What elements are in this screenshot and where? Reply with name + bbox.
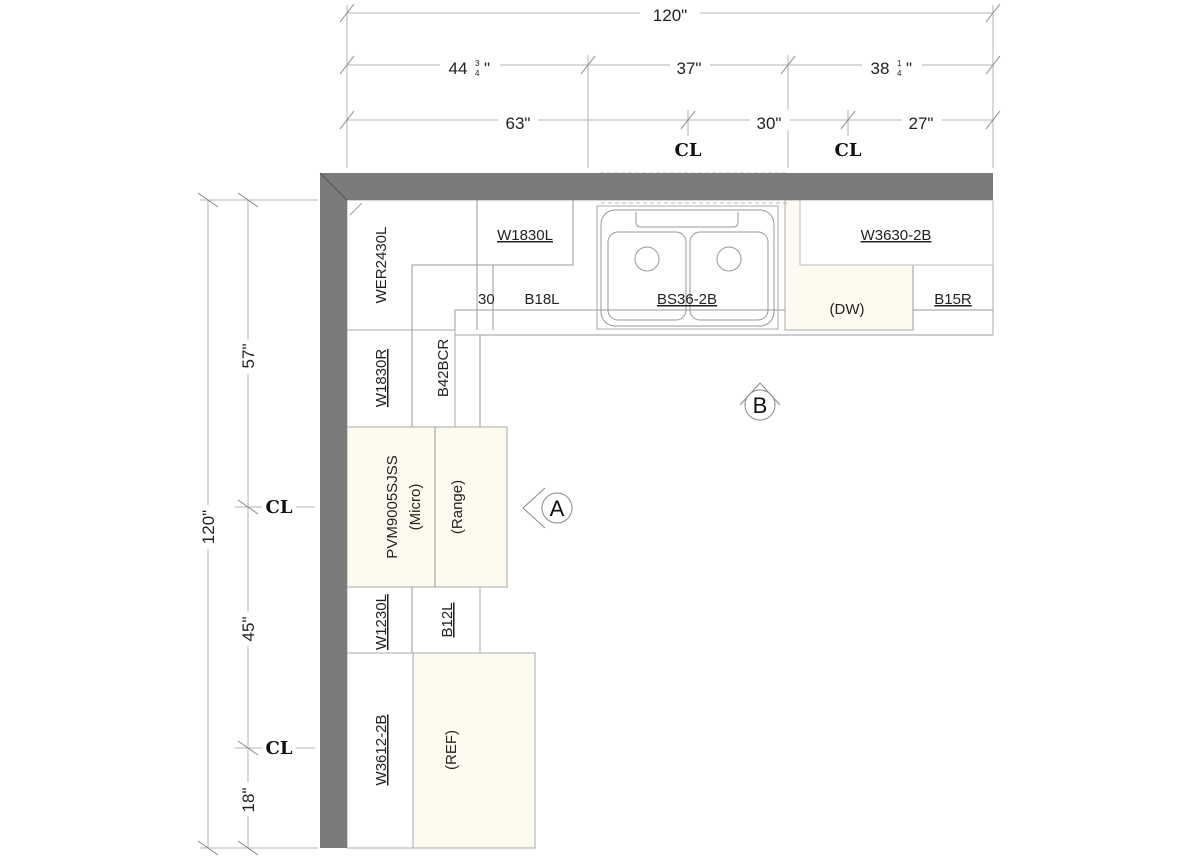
walls [319, 172, 993, 848]
elevation-marker-a[interactable]: A [522, 487, 573, 529]
dimension-38-1-4: 38 [871, 59, 890, 78]
left-dimensions: 120" 57" 45" 18" CL CL [197, 192, 365, 856]
inch-mark: " [484, 59, 490, 78]
dimension-27: 27" [909, 114, 934, 133]
cabinet-b18l: B18L [524, 291, 559, 308]
dimension-37: 37" [677, 59, 702, 78]
centerline-w3630: CL [835, 140, 862, 161]
appliance-range: (Range) [449, 480, 466, 534]
centerline-ref: CL [266, 738, 293, 759]
filler-30: 30 [478, 291, 495, 308]
appliance-ref: (REF) [443, 730, 460, 770]
left-run: W1830R B42BCR PVM9005SJSS (Micro) (Range… [346, 329, 536, 849]
elevation-label-b: B [753, 393, 768, 418]
dimension-44-3-4: 44 [449, 59, 468, 78]
fraction-numerator: 3 [475, 59, 480, 68]
cabinet-b15r: B15R [934, 291, 972, 308]
refrigerator [412, 652, 536, 849]
centerline-sink: CL [675, 140, 702, 161]
cabinet-bs36-2b: BS36-2B [657, 291, 717, 308]
cabinet-b12l: B12L [439, 602, 456, 637]
cabinet-b42bcr: B42BCR [435, 339, 452, 398]
cabinet-wer2430l: WER2430L [373, 227, 390, 304]
fraction-numerator: 1 [897, 59, 902, 68]
fraction-denominator: 4 [897, 69, 902, 78]
dimension-63: 63" [506, 114, 531, 133]
overall-width-dimension: 120" [653, 6, 687, 25]
elevation-label-a: A [550, 496, 565, 521]
centerline-range: CL [266, 497, 293, 518]
dimension-57: 57" [239, 344, 258, 369]
range-microwave [346, 426, 508, 588]
dimension-30: 30" [757, 114, 782, 133]
cabinet-w1830l: W1830L [497, 227, 553, 244]
cabinet-w3612-2b: W3612-2B [373, 715, 390, 786]
elevation-marker-b[interactable]: B [739, 382, 781, 421]
top-run: WER2430L W1830L 30 B18L BS36-2B (DW) W36… [346, 172, 994, 653]
cabinet-w3630-2b: W3630-2B [861, 227, 932, 244]
top-dimensions: 120" 44 3 4 " 37" 38 1 4 " 63" 30" 27" C… [339, 3, 1001, 218]
overall-depth-dimension: 120" [199, 510, 218, 544]
fraction-denominator: 4 [475, 69, 480, 78]
appliance-pvm9005sjss: PVM9005SJSS [384, 455, 401, 558]
cabinet-w1230l: W1230L [373, 594, 390, 650]
appliance-dw: (DW) [830, 301, 865, 318]
inch-mark: " [906, 59, 912, 78]
dimension-18: 18" [239, 788, 258, 813]
dimension-45: 45" [239, 617, 258, 642]
cabinet-w1830r: W1830R [373, 349, 390, 408]
appliance-micro: (Micro) [407, 484, 424, 531]
